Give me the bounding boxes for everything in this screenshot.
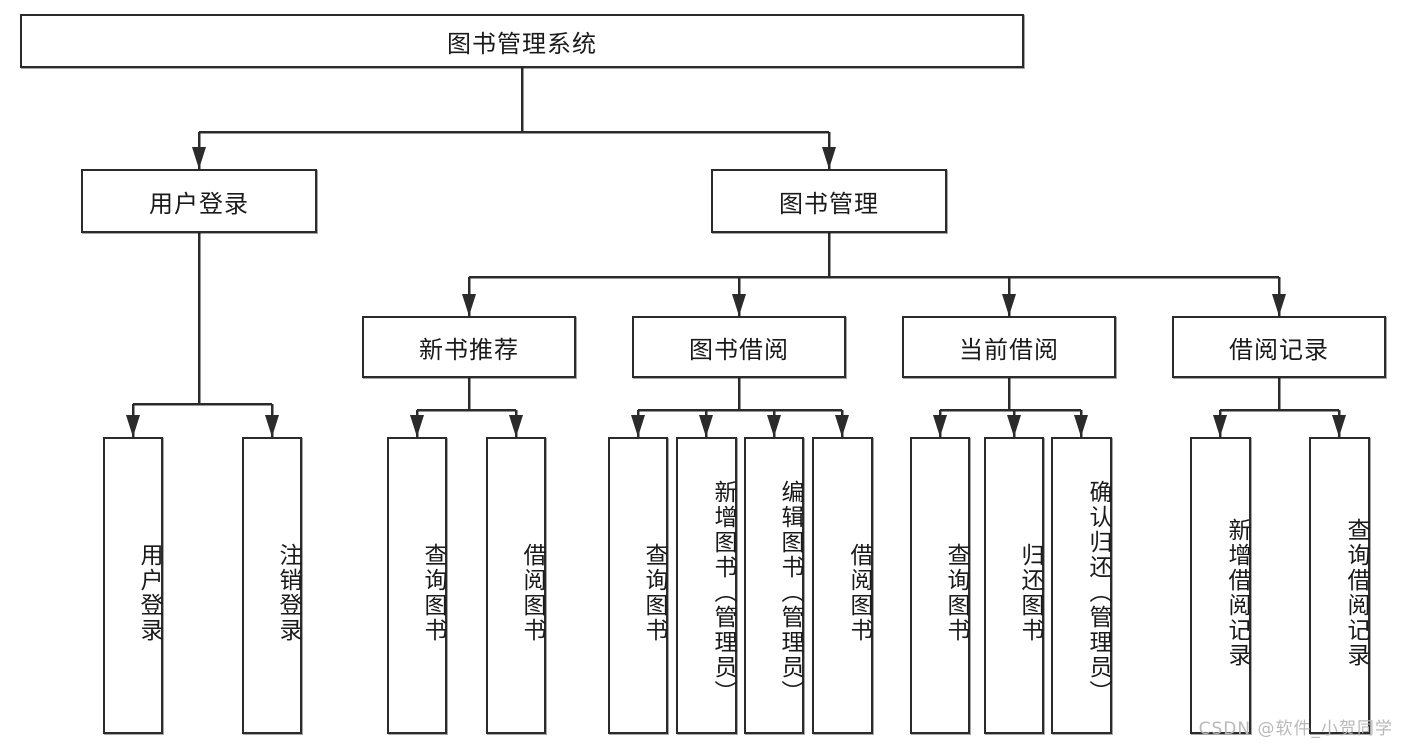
leaf-node-新增借阅记录[interactable]: 新增借阅记录 [1190,437,1251,734]
node-label: 新书推荐 [419,335,519,364]
node-label: 借阅记录 [1229,335,1329,364]
node-label: 图书管理系统 [447,29,597,58]
node-图书借阅[interactable]: 图书借阅 [632,316,846,378]
node-label: 查询借阅记录 [1343,517,1369,668]
leaf-node-查询图书[interactable]: 查询图书 [387,437,447,734]
node-label: 注销登录 [275,542,301,643]
node-label: 图书借阅 [689,335,789,364]
node-label: 查询图书 [641,542,667,643]
node-label: 当前借阅 [959,335,1059,364]
node-label: 用户登录 [136,542,162,643]
node-label: 归还图书 [1017,542,1043,643]
node-用户登录[interactable]: 用户登录 [81,169,317,233]
leaf-node-查询借阅记录[interactable]: 查询借阅记录 [1309,437,1370,734]
node-label: 新增借阅记录 [1224,517,1250,668]
node-label: 查询图书 [420,542,446,643]
node-label: 用户登录 [149,189,249,218]
node-label: 借阅图书 [519,542,545,643]
leaf-node-借阅图书[interactable]: 借阅图书 [486,437,546,734]
node-label: 图书管理 [779,189,879,218]
node-当前借阅[interactable]: 当前借阅 [902,316,1116,378]
node-label: 编辑图书（管理员） [777,480,803,705]
node-新书推荐[interactable]: 新书推荐 [362,316,576,378]
node-图书管理[interactable]: 图书管理 [711,169,947,233]
node-label: 借阅图书 [846,542,872,643]
leaf-node-查询图书[interactable]: 查询图书 [910,437,970,734]
leaf-node-新增图书（管理员）[interactable]: 新增图书（管理员） [676,437,737,734]
node-label: 确认归还（管理员） [1085,480,1111,705]
leaf-node-用户登录[interactable]: 用户登录 [103,437,163,734]
leaf-node-注销登录[interactable]: 注销登录 [242,437,302,734]
node-label: 查询图书 [943,542,969,643]
leaf-node-查询图书[interactable]: 查询图书 [608,437,668,734]
leaf-node-编辑图书（管理员）[interactable]: 编辑图书（管理员） [744,437,804,734]
node-root-图书管理系统[interactable]: 图书管理系统 [20,14,1024,68]
node-借阅记录[interactable]: 借阅记录 [1172,316,1386,378]
leaf-node-借阅图书[interactable]: 借阅图书 [812,437,873,734]
leaf-node-归还图书[interactable]: 归还图书 [984,437,1044,734]
leaf-node-确认归还（管理员）[interactable]: 确认归还（管理员） [1051,437,1112,734]
node-label: 新增图书（管理员） [710,480,736,705]
